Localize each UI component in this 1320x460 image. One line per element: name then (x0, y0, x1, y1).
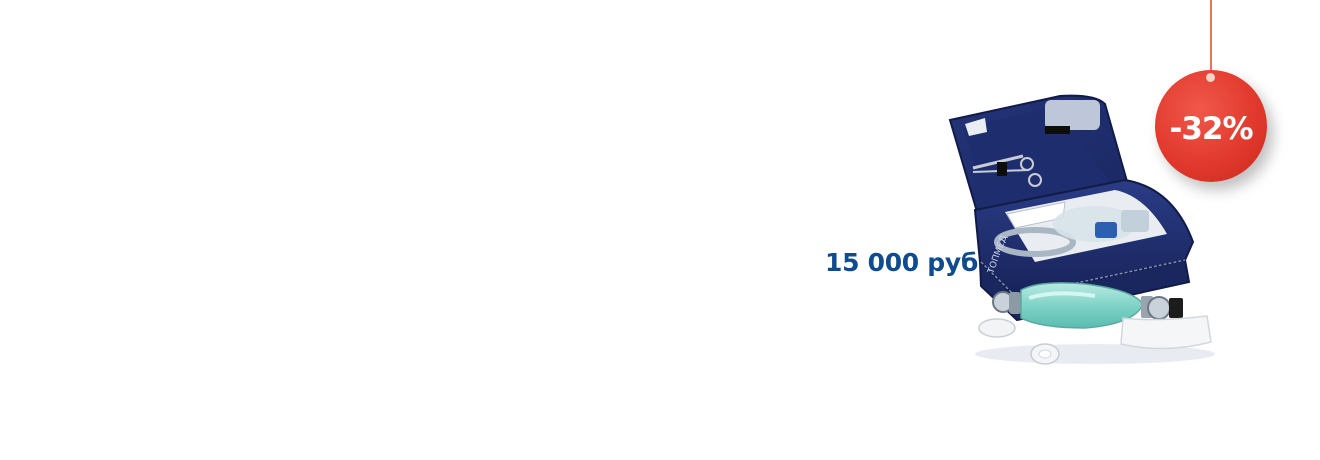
price-label: 15 000 руб. (825, 248, 988, 277)
resuscitation-kit-image: ТОПМЕД (948, 94, 1215, 365)
tag-string (1210, 0, 1212, 72)
discount-label: -32% (1169, 111, 1253, 147)
discount-badge: -32% (1155, 70, 1267, 182)
tag-hole (1206, 73, 1215, 82)
